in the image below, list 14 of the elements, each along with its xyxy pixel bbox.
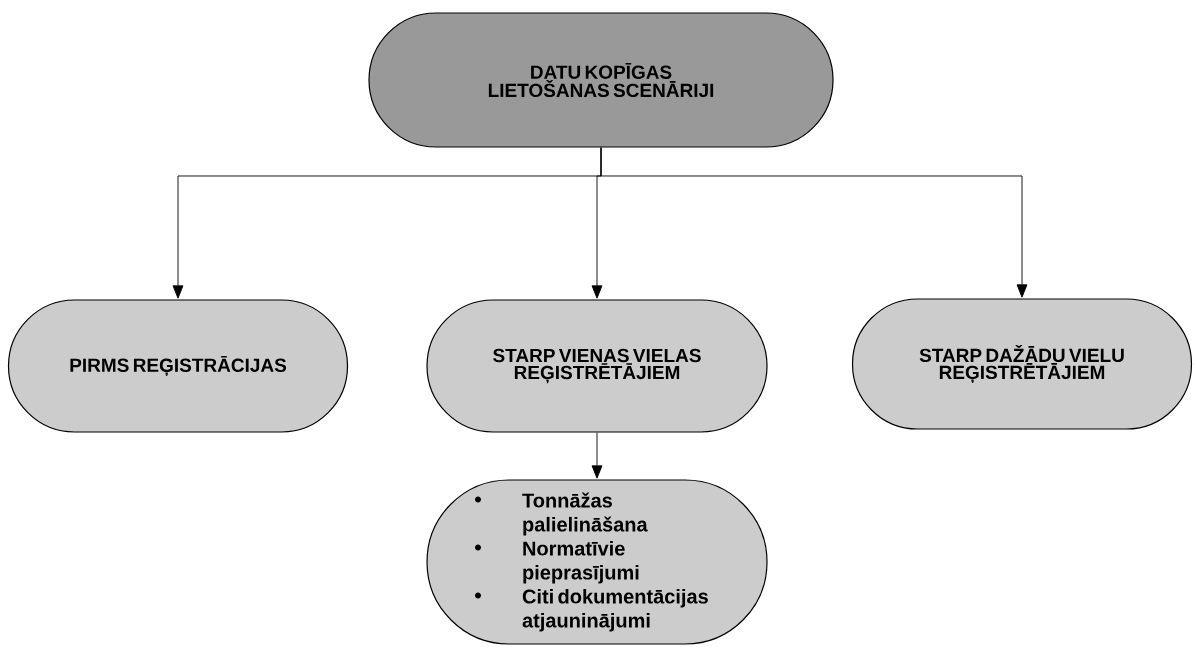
arrow — [591, 432, 603, 479]
box-label: PIRMS REĢISTRĀCIJAS — [70, 356, 287, 376]
list-item: Citi dokumentācijas atjauninājumi — [522, 588, 708, 632]
list-item: Normatīvie pieprasījumi — [523, 540, 639, 584]
rounded-box — [426, 479, 768, 645]
box-label: DATU KOPĪGAS LIETOŠANAS SCENĀRIJI — [488, 62, 714, 98]
rounded-box — [426, 299, 768, 433]
box-label: STARP DAŽĀDU VIELU REĢISTRĒTĀJIEM — [919, 344, 1124, 384]
rounded-box — [7, 299, 349, 433]
rounded-box — [368, 12, 834, 148]
rounded-box — [851, 298, 1193, 430]
arrow — [600, 147, 1028, 298]
list-item: Tonnāžas palielināšana — [522, 492, 648, 536]
box-label: STARP VIENAS VIELAS REĢISTRĒTĀJIEM — [493, 348, 701, 384]
